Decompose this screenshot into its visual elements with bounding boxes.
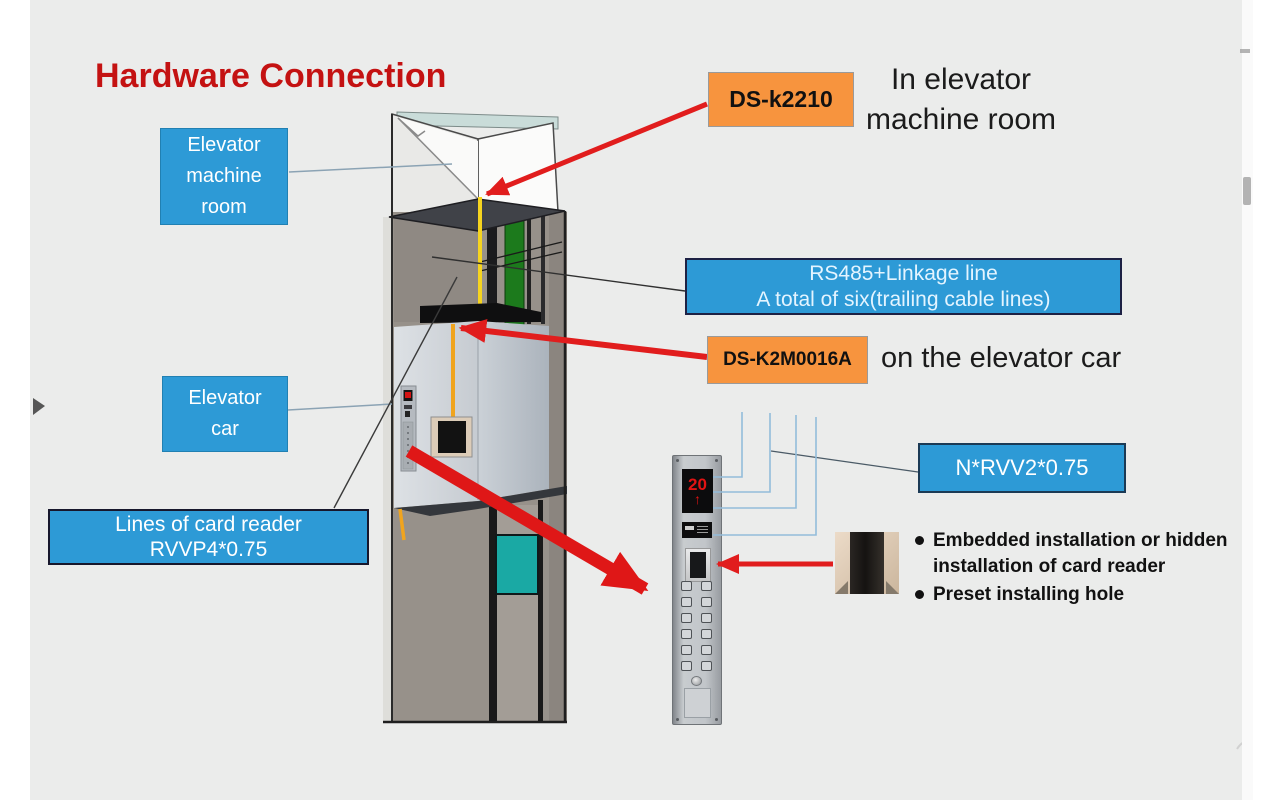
- alarm-button: [691, 676, 702, 686]
- bottom-plate: [684, 688, 711, 718]
- bullet-icon: [915, 590, 924, 599]
- shadow: [835, 581, 848, 594]
- label-rs485-linkage: RS485+Linkage line A total of six(traili…: [685, 258, 1122, 315]
- screw-icon: [715, 459, 718, 462]
- label-card-reader-lines: Lines of card reader RVVP4*0.75: [48, 509, 369, 565]
- up-arrow-icon: ↑: [694, 491, 701, 507]
- installation-notes: Embedded installation or hidden installa…: [915, 528, 1245, 610]
- floor-buttons: [681, 581, 715, 677]
- label-elevator-car: Elevator car: [162, 376, 288, 452]
- floor-number: 20: [688, 475, 707, 494]
- note-preset-hole: Preset installing hole: [915, 582, 1245, 608]
- cop-card-reader-slot: [685, 548, 711, 582]
- label-ds-k2210: DS-k2210: [708, 72, 854, 127]
- label-nrvv-cable: N*RVV2*0.75: [918, 443, 1126, 493]
- card-reader-body: [850, 532, 884, 594]
- bullet-icon: [915, 536, 924, 545]
- caption-machine-room-location: In elevator machine room: [865, 63, 1057, 136]
- page-title: Hardware Connection: [95, 57, 447, 95]
- caption-car-location: on the elevator car: [881, 342, 1122, 374]
- scrollbar-track[interactable]: [1240, 0, 1253, 800]
- screw-icon: [715, 718, 718, 721]
- brand-plate: [682, 522, 712, 538]
- shadow: [886, 581, 899, 594]
- scrollbar-thumb[interactable]: [1243, 177, 1251, 205]
- floor-indicator-display: 20 ↑: [682, 469, 713, 513]
- screw-icon: [676, 718, 679, 721]
- note-embedded-installation: Embedded installation or hidden installa…: [915, 528, 1245, 580]
- card-reader-window: [690, 552, 706, 578]
- label-ds-k2m0016a: DS-K2M0016A: [707, 336, 868, 384]
- screw-icon: [676, 459, 679, 462]
- scrollbar-artifact: [1240, 49, 1250, 53]
- elevator-cop-panel-photo: 20 ↑: [672, 455, 722, 725]
- label-elevator-machine-room: Elevator machine room: [160, 128, 288, 225]
- card-reader-photo: [835, 532, 899, 594]
